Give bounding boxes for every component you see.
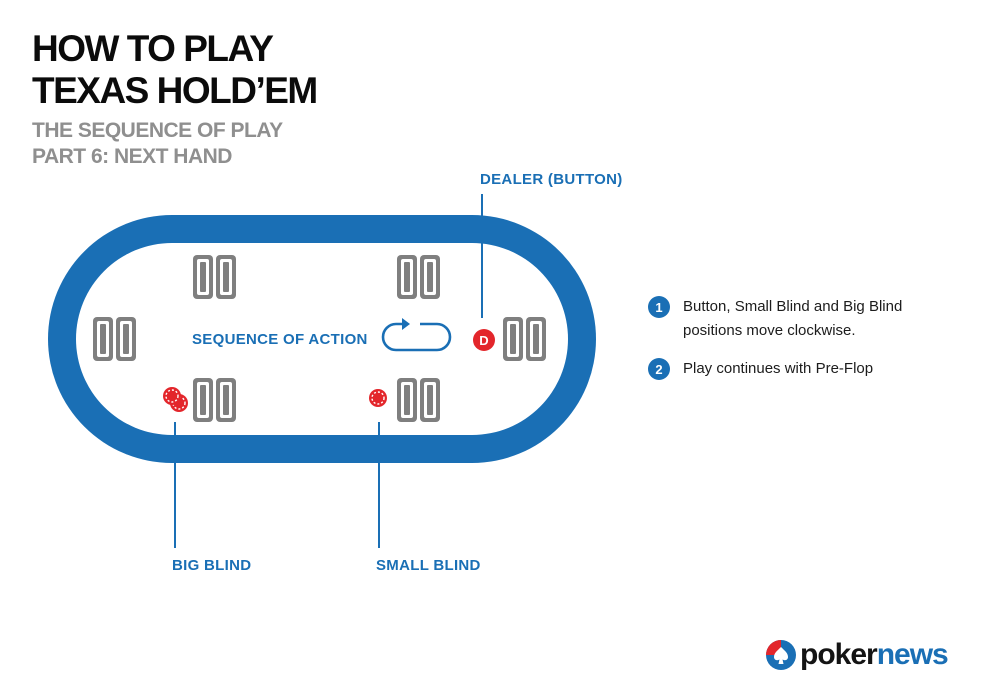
face-down-cards-icon bbox=[193, 255, 236, 299]
logo-text-news: news bbox=[876, 638, 949, 671]
dealer-button-callout: DEALER (BUTTON) bbox=[480, 171, 623, 188]
small-blind-callout: SMALL BLIND bbox=[376, 557, 481, 574]
seat-top-right bbox=[397, 255, 440, 299]
clockwise-arrow-icon bbox=[381, 318, 452, 352]
step-2-text: Play continues with Pre-Flop bbox=[683, 360, 874, 377]
seat-left bbox=[93, 317, 136, 361]
sequence-of-action-label: SEQUENCE OF ACTION bbox=[192, 331, 368, 348]
seat-right-dealer bbox=[503, 317, 546, 361]
step-1-number: 1 bbox=[648, 296, 670, 318]
poker-chip-icon bbox=[369, 389, 387, 407]
pokernews-logo: pokernews bbox=[765, 638, 949, 672]
step-1: 1 Button, Small Blind and Big Blind posi… bbox=[648, 295, 953, 343]
big-blind-chips bbox=[163, 387, 188, 412]
step-1-text: Button, Small Blind and Big Blind positi… bbox=[683, 298, 903, 339]
seat-top-left bbox=[193, 255, 236, 299]
page-subtitle: THE SEQUENCE OF PLAY PART 6: NEXT HAND bbox=[32, 118, 283, 170]
dealer-button-letter: D bbox=[479, 333, 488, 348]
small-blind-chip bbox=[369, 389, 387, 407]
poker-chip-icon bbox=[163, 387, 181, 405]
step-2-number: 2 bbox=[648, 358, 670, 380]
subtitle-line-1: THE SEQUENCE OF PLAY bbox=[32, 119, 283, 142]
dealer-button-icon: D bbox=[473, 329, 495, 351]
face-down-cards-icon bbox=[193, 378, 236, 422]
title-line-1: HOW TO PLAY bbox=[32, 28, 274, 69]
face-down-cards-icon bbox=[503, 317, 546, 361]
seat-bottom-right-small-blind bbox=[397, 378, 440, 422]
step-2: 2 Play continues with Pre-Flop bbox=[648, 357, 953, 381]
logo-text-poker: poker bbox=[800, 638, 878, 671]
title-line-2: TEXAS HOLD’EM bbox=[32, 70, 318, 111]
subtitle-line-2: PART 6: NEXT HAND bbox=[32, 145, 232, 168]
face-down-cards-icon bbox=[397, 378, 440, 422]
seat-bottom-left-big-blind bbox=[193, 378, 236, 422]
face-down-cards-icon bbox=[93, 317, 136, 361]
big-blind-callout: BIG BLIND bbox=[172, 557, 252, 574]
face-down-cards-icon bbox=[397, 255, 440, 299]
page-title: HOW TO PLAY TEXAS HOLD’EM bbox=[32, 28, 318, 112]
pokernews-logo-icon bbox=[766, 640, 796, 670]
